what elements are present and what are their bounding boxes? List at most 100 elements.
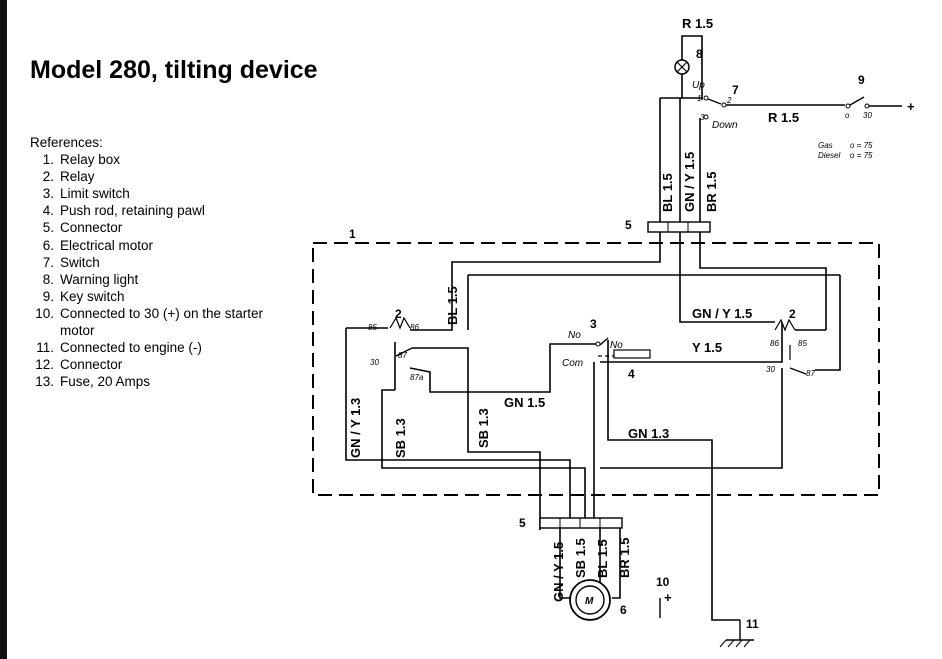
reference-number: 1. (42, 152, 54, 168)
wire-sb13-mid (412, 347, 541, 530)
label-diesel-val: o = 75 (850, 151, 873, 160)
label-t1: 1 (697, 94, 701, 103)
label-no-2: No (610, 340, 623, 351)
label-br15-bot: BR 1.5 (617, 538, 632, 578)
reference-number: 11. (36, 340, 54, 356)
label-diesel: Diesel (818, 151, 840, 160)
reference-item: 6. Electrical motor (30, 237, 290, 254)
label-r15-right: R 1.5 (768, 110, 799, 125)
reference-text: Electrical motor (60, 237, 154, 253)
label-gny15-mid: GN / Y 1.5 (692, 306, 752, 321)
callout-7: 7 (732, 83, 739, 97)
reference-text: Limit switch (60, 186, 130, 202)
reference-text: Connected to 30 (+) on the starter motor (60, 305, 263, 339)
reference-number: 8. (42, 271, 54, 287)
relay-box-outline (312, 242, 880, 496)
label-sb13-mid: SB 1.3 (476, 408, 491, 448)
wire-gn15 (409, 343, 596, 393)
label-t3: 3 (700, 113, 705, 122)
label-up: Up (692, 80, 705, 91)
label-gas: Gas (818, 141, 833, 150)
reference-item: 12.Connector (30, 356, 290, 373)
reference-number: 2. (42, 169, 54, 185)
wire-r30-right (600, 368, 783, 469)
wire-gn13 (607, 340, 740, 621)
label-t2: 2 (726, 96, 732, 105)
label-y15: Y 1.5 (692, 340, 722, 355)
reference-text: Fuse, 20 Amps (60, 374, 151, 390)
reference-number: 7. (42, 254, 54, 270)
label-gn15: GN 1.5 (504, 395, 545, 410)
label-r85-left: 85 (368, 323, 377, 332)
callout-10: 10 (656, 575, 670, 589)
label-bl15-left: BL 1.5 (445, 286, 460, 325)
callout-4: 4 (628, 367, 635, 381)
key-switch-icon (849, 96, 865, 106)
label-gn13: GN 1.3 (628, 426, 669, 441)
push-rod-icon (613, 349, 651, 359)
reference-number: 10. (35, 305, 54, 321)
callout-3: 3 (590, 317, 597, 331)
reference-text: Push rod, retaining pawl (60, 203, 205, 219)
wire-gny13 (345, 328, 571, 518)
wire-sb13-left (381, 389, 586, 518)
reference-number: 4. (42, 203, 54, 219)
wire-r87 (815, 275, 841, 371)
reference-number: 5. (42, 220, 54, 236)
reference-item: 10. Connected to 30 (+) on the starter mo… (30, 305, 290, 339)
label-r85-right: 85 (798, 339, 807, 348)
label-r30-left: 30 (370, 358, 379, 367)
reference-item: 2. Relay (30, 168, 290, 185)
label-bl15-top: BL 1.5 (660, 173, 675, 212)
reference-text: Connector (60, 220, 123, 236)
reference-text: Relay (60, 169, 95, 185)
reference-number: 9. (42, 288, 54, 304)
label-r86-left: 86 (410, 323, 419, 332)
callout-5-bottom: 5 (519, 516, 526, 530)
reference-item: 7. Switch (30, 254, 290, 271)
label-gny15-top: GN / Y 1.5 (682, 152, 697, 212)
connector-top (647, 221, 711, 233)
callout-6: 6 (620, 603, 627, 617)
callout-11: 11 (746, 617, 759, 631)
reference-text: Key switch (60, 288, 125, 304)
reference-number: 6. (42, 237, 54, 253)
callout-1: 1 (349, 227, 356, 241)
page-title: Model 280, tilting device (30, 56, 318, 84)
wire-gny15-bot (559, 528, 570, 599)
label-no-1: No (568, 330, 581, 341)
wire-br15-inner (699, 232, 827, 330)
label-br15-top: BR 1.5 (704, 172, 719, 212)
label-r15-top: R 1.5 (682, 16, 713, 31)
label-com: Com (562, 358, 583, 369)
label-plus-10: + (664, 590, 672, 605)
label-sb13-left: SB 1.3 (393, 418, 408, 458)
label-r30-right: 30 (766, 365, 775, 374)
label-r86-right: 86 (770, 339, 779, 348)
label-sb15-bot: SB 1.5 (573, 538, 588, 578)
label-key-o: o (845, 111, 850, 120)
window-left-border (0, 0, 7, 659)
relay-left-coil-icon (389, 316, 411, 330)
callout-9: 9 (858, 73, 865, 87)
reference-item: 11.Connected to engine (-) (30, 339, 290, 356)
label-down: Down (712, 120, 738, 131)
reference-text: Warning light (60, 271, 139, 287)
relay-right-coil-icon (774, 318, 796, 332)
reference-item: 9. Key switch (30, 288, 290, 305)
reference-text: Relay box (60, 152, 121, 168)
reference-item: 5. Connector (30, 219, 290, 236)
wire-r15-top (681, 35, 703, 100)
reference-item: 3.Limit switch (30, 185, 290, 202)
label-r87a-left: 87a (410, 373, 424, 382)
label-r87-right: 87 (806, 369, 815, 378)
label-bl15-bot: BL 1.5 (595, 539, 610, 578)
reference-number: 12. (35, 357, 54, 373)
reference-item: 1. Relay box (30, 151, 290, 168)
reference-text: Switch (60, 254, 100, 270)
callout-2-left: 2 (395, 307, 402, 321)
wire-br15-bot (612, 528, 621, 599)
reference-number: 13. (35, 374, 54, 390)
wire-bl15-left (410, 232, 661, 331)
